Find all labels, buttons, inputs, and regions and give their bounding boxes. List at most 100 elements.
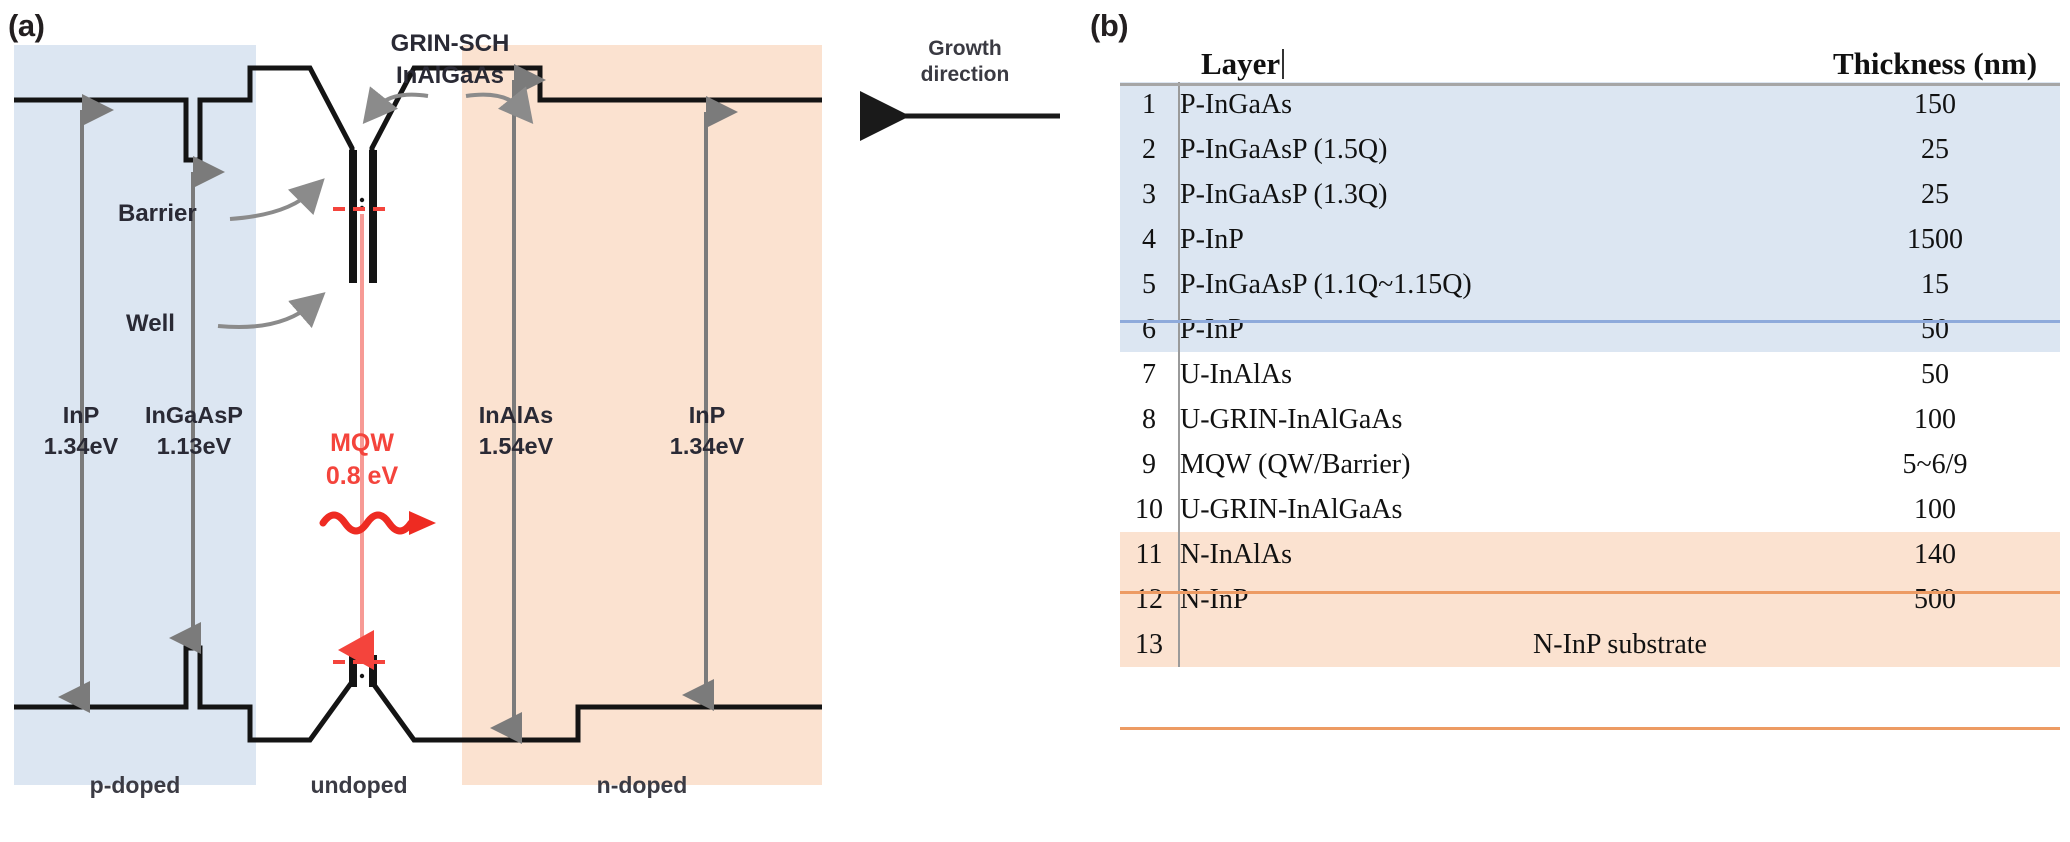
- row-layer-name: U-InAlAs: [1178, 352, 1810, 397]
- well-label: Well: [126, 310, 175, 337]
- mqw-valence-bar-right: [369, 655, 377, 687]
- photon-arrow-head: [409, 511, 436, 535]
- row-layer-name: U-GRIN-InAlGaAs: [1178, 487, 1810, 532]
- mqw-label: MQW: [330, 429, 394, 457]
- barrier-label: Barrier: [118, 200, 197, 227]
- table-header-row: Layer Thickness (nm): [1120, 30, 2060, 82]
- row-index: 6: [1120, 307, 1179, 352]
- row-index: 5: [1120, 262, 1179, 307]
- zone-label-undoped: undoped: [310, 772, 408, 798]
- zone-label-n-doped: n-doped: [596, 772, 688, 798]
- row-thickness: 5~6/9: [1810, 442, 2060, 487]
- row-thickness: 100: [1810, 487, 2060, 532]
- grin-sch-label-line2: InAlGaAs: [395, 62, 505, 90]
- table-row[interactable]: 12 N-InP 500: [1120, 577, 2060, 622]
- material-label-inalas: InAlAs 1.54eV: [446, 400, 586, 461]
- substrate-rule: [1120, 727, 2060, 730]
- table-row[interactable]: 6 P-InP 50: [1120, 307, 2060, 352]
- table-row[interactable]: 5 P-InGaAsP (1.1Q~1.15Q) 15: [1120, 262, 2060, 307]
- row-layer-name: N-InP substrate: [1178, 622, 2060, 667]
- grin-sch-label-line1: GRIN-SCH: [390, 30, 510, 57]
- material-gap-ingaasp: 1.13eV: [156, 432, 232, 459]
- material-name-ingaasp: InGaAsP: [145, 402, 243, 428]
- grin-sch-label: GRIN-SCH InAlGaAs: [380, 28, 520, 93]
- growth-direction-label: Growth direction: [887, 36, 1043, 89]
- table-body: 1 P-InGaAs 150 2 P-InGaAsP (1.5Q) 25 3 P…: [1120, 82, 2060, 667]
- row-layer-name: P-InGaAsP (1.1Q~1.15Q): [1178, 262, 1810, 307]
- row-index: 7: [1120, 352, 1179, 397]
- material-label-ingaasp: InGaAsP 1.13eV: [124, 400, 264, 461]
- material-gap-inalas: 1.54eV: [478, 432, 554, 459]
- table-row[interactable]: 4 P-InP 1500: [1120, 217, 2060, 262]
- table-row[interactable]: 3 P-InGaAsP (1.3Q) 25: [1120, 172, 2060, 217]
- table-row-substrate[interactable]: 13 N-InP substrate: [1120, 622, 2060, 667]
- p-section-rule: [1120, 320, 2060, 323]
- row-layer-name: P-InGaAs: [1178, 82, 1810, 127]
- table-row[interactable]: 7 U-InAlAs 50: [1120, 352, 2060, 397]
- row-index: 12: [1120, 577, 1179, 622]
- row-index: 10: [1120, 487, 1179, 532]
- n-section-rule: [1120, 591, 2060, 594]
- row-index: 11: [1120, 532, 1179, 577]
- material-gap-inp-right: 1.34eV: [669, 432, 745, 459]
- row-thickness: 1500: [1810, 217, 2060, 262]
- row-thickness: 100: [1810, 397, 2060, 442]
- mqw-energy-label: MQW 0.8 eV: [292, 427, 432, 493]
- mqw-valence-bar-left: [349, 655, 357, 687]
- growth-label-line2: direction: [920, 63, 1010, 87]
- row-index: 13: [1120, 622, 1179, 667]
- conduction-band-line-right: [369, 65, 822, 250]
- panel-a-band-diagram: (a) p-doped undoped n-doped: [8, 8, 1060, 798]
- panel-b-tag: (b): [1090, 8, 1129, 43]
- row-thickness: 50: [1810, 352, 2060, 397]
- row-layer-name: P-InGaAsP (1.3Q): [1178, 172, 1810, 217]
- material-name-inp-left: InP: [62, 402, 100, 428]
- row-layer-name: P-InGaAsP (1.5Q): [1178, 127, 1810, 172]
- mqw-barrier-bar-left: [349, 150, 357, 283]
- zone-label-p-doped: p-doped: [89, 772, 181, 798]
- row-thickness: 25: [1810, 127, 2060, 172]
- barrier-pointer: [229, 178, 325, 221]
- header-layer: Layer: [1179, 30, 1810, 82]
- row-index: 1: [1120, 82, 1179, 127]
- row-thickness: 15: [1810, 262, 2060, 307]
- row-layer-name: U-GRIN-InAlGaAs: [1178, 397, 1810, 442]
- table-header-rule: [1120, 83, 2060, 86]
- row-index: 8: [1120, 397, 1179, 442]
- row-thickness: 50: [1810, 307, 2060, 352]
- header-layer-text: Layer: [1201, 46, 1281, 81]
- photon-wavy-arrow: [319, 511, 415, 535]
- material-label-inp-right: InP 1.34eV: [640, 400, 774, 461]
- valence-band-line-right: [369, 660, 822, 743]
- row-layer-name: N-InAlAs: [1178, 532, 1810, 577]
- row-layer-name: P-InP: [1178, 217, 1810, 262]
- table-row[interactable]: 11 N-InAlAs 140: [1120, 532, 2060, 577]
- row-index: 3: [1120, 172, 1179, 217]
- conduction-band-line: [14, 65, 355, 250]
- well-pointer: [217, 292, 326, 330]
- mqw-barrier-bar-right: [369, 150, 377, 283]
- table-row[interactable]: 2 P-InGaAsP (1.5Q) 25: [1120, 127, 2060, 172]
- row-thickness: 25: [1810, 172, 2060, 217]
- table-row[interactable]: 1 P-InGaAs 150: [1120, 82, 2060, 127]
- table-row[interactable]: 10 U-GRIN-InAlGaAs 100: [1120, 487, 2060, 532]
- growth-label-line1: Growth: [928, 37, 1002, 60]
- grin-pointer-left: [362, 86, 429, 125]
- row-index: 4: [1120, 217, 1179, 262]
- material-label-inp-left: InP 1.34eV: [22, 400, 140, 461]
- row-thickness: 140: [1810, 532, 2060, 577]
- table-row[interactable]: 9 MQW (QW/Barrier) 5~6/9: [1120, 442, 2060, 487]
- panel-a-tag: (a): [8, 8, 45, 43]
- layer-structure-table: Layer Thickness (nm) 1 P-InGaAs 150 2 P-…: [1120, 30, 2060, 667]
- material-gap-inp-left: 1.34eV: [43, 432, 119, 459]
- valence-band-line: [14, 645, 355, 743]
- mqw-energy-value: 0.8 eV: [325, 462, 399, 490]
- panel-b-layer-table: (b) Layer Thickness (nm) 1 P-InGaAs 150: [1090, 0, 2070, 842]
- row-thickness: 500: [1810, 577, 2060, 622]
- material-name-inp-right: InP: [688, 402, 726, 428]
- row-layer-name: P-InP: [1178, 307, 1810, 352]
- table-row[interactable]: 8 U-GRIN-InAlGaAs 100: [1120, 397, 2060, 442]
- row-layer-name: N-InP: [1178, 577, 1810, 622]
- material-name-inalas: InAlAs: [478, 402, 554, 428]
